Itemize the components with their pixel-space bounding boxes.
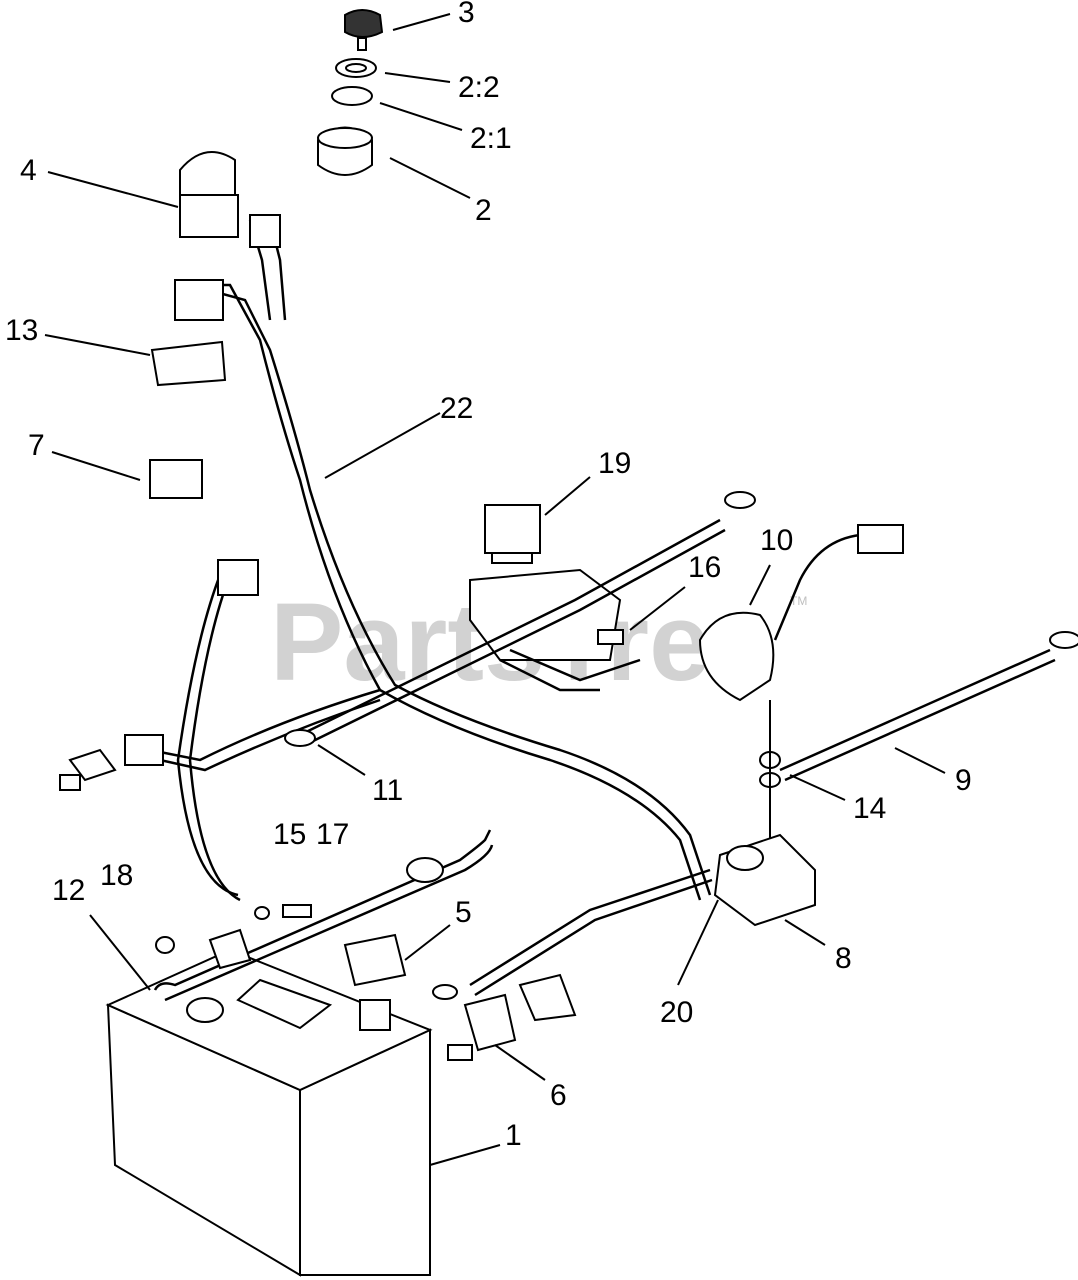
part-2-knob	[317, 126, 373, 176]
part-20-cable	[432, 868, 713, 1022]
callout-19: 19	[598, 447, 631, 480]
callout-5: 5	[455, 896, 472, 929]
leader-16	[629, 586, 686, 631]
leader-2-1	[379, 102, 463, 131]
part-14-nut	[759, 700, 781, 850]
part-7-relay	[149, 459, 203, 499]
leader-20	[677, 899, 719, 986]
leader-22	[324, 412, 441, 479]
leader-lines	[44, 13, 946, 1166]
leader-13	[44, 334, 151, 356]
part-1-battery	[105, 948, 433, 1277]
leader-12	[89, 914, 151, 991]
part-9-cable	[779, 631, 1078, 782]
leader-7	[51, 451, 141, 481]
callout-3: 3	[458, 0, 475, 29]
callout-20: 20	[660, 996, 693, 1029]
callout-numbers: 3 2:2 2:1 2 4 13 22 7 19 10 16 11 9 14 1…	[5, 0, 972, 1152]
leader-19	[544, 476, 591, 516]
part-11-cable	[284, 491, 756, 747]
leader-1	[429, 1144, 501, 1166]
part-17-bolt	[282, 904, 312, 918]
part-15-washer	[254, 906, 270, 920]
leader-10	[749, 564, 771, 606]
leader-14	[789, 774, 846, 801]
callout-4: 4	[20, 154, 37, 187]
callout-13: 13	[5, 314, 38, 347]
callout-6: 6	[550, 1079, 567, 1112]
part-8-solenoid	[713, 833, 816, 927]
part-5-fuse-holder	[343, 933, 407, 987]
callout-11: 11	[372, 774, 403, 807]
watermark-trademark: TM	[790, 594, 807, 608]
callout-10: 10	[760, 524, 793, 557]
part-19-relay	[484, 504, 541, 564]
leader-5	[404, 924, 451, 961]
part-10-boot	[698, 524, 904, 702]
leader-3	[392, 13, 451, 31]
callout-2: 2	[475, 194, 492, 227]
part-3-key	[344, 9, 384, 51]
part-2-1-washer	[331, 86, 373, 106]
callout-7: 7	[28, 429, 45, 462]
callout-15: 15	[273, 818, 306, 851]
leader-6	[494, 1044, 546, 1081]
part-13-cap	[150, 340, 227, 387]
callout-14: 14	[853, 792, 886, 825]
part-22-harness	[59, 214, 712, 902]
leader-11	[317, 744, 366, 776]
callout-8: 8	[835, 942, 852, 975]
callout-17: 17	[316, 818, 349, 851]
callout-9: 9	[955, 764, 972, 797]
leader-8	[784, 919, 826, 946]
part-18-nut	[155, 936, 175, 954]
callout-1: 1	[505, 1119, 522, 1152]
leader-2-2	[384, 72, 451, 83]
leader-4	[47, 171, 179, 208]
callout-12: 12	[52, 874, 85, 907]
callout-2-1: 2:1	[470, 122, 512, 155]
part-12-clamp	[153, 829, 494, 1023]
part-4-switch	[179, 151, 239, 238]
callout-18: 18	[100, 859, 133, 892]
callout-22: 22	[440, 392, 473, 425]
part-2-2-nut	[335, 58, 377, 78]
part-6-connector	[447, 993, 517, 1061]
leader-2	[389, 157, 471, 199]
callout-16: 16	[688, 551, 721, 584]
leader-9	[894, 747, 946, 774]
callout-2-2: 2:2	[458, 71, 500, 104]
